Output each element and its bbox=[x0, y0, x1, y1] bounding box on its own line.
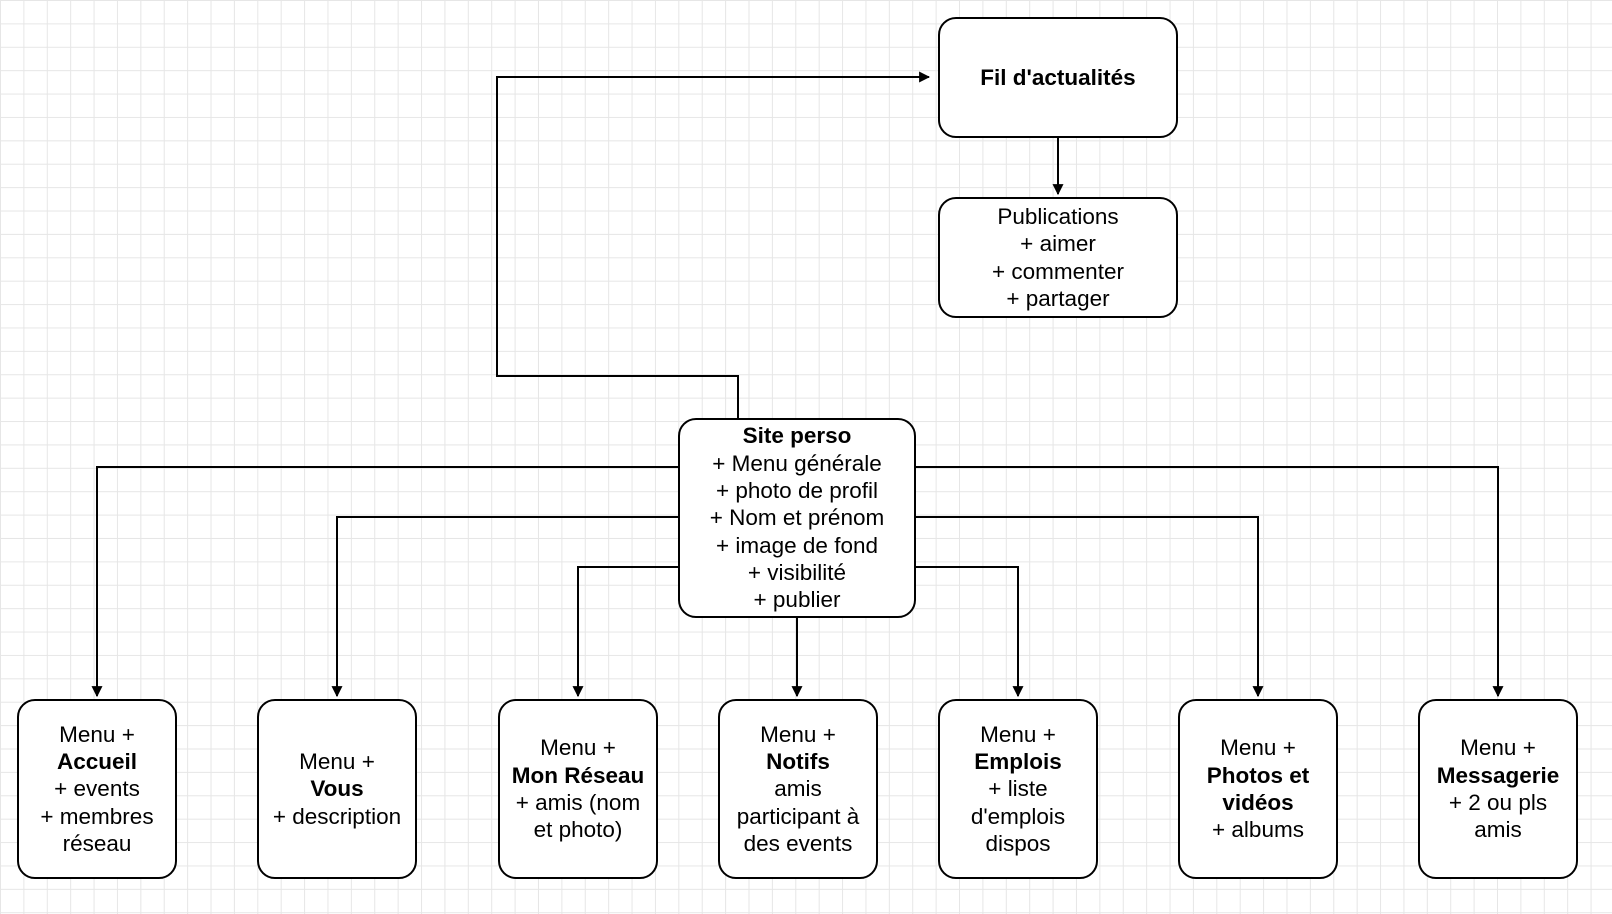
node-title: Accueil bbox=[56, 749, 138, 775]
node-title: Photos et bbox=[1206, 762, 1310, 788]
edge-site-perso-to-photos-videos bbox=[916, 516, 1264, 698]
node-title: Emplois bbox=[974, 749, 1062, 775]
node-prefix: Menu + bbox=[1220, 735, 1296, 761]
node-line: + membres bbox=[40, 803, 154, 829]
node-line: + Menu générale bbox=[712, 450, 882, 476]
node-fil-actualites[interactable]: Fil d'actualités bbox=[938, 17, 1178, 138]
node-title: vidéos bbox=[1222, 790, 1294, 815]
edge-site-perso-to-messagerie bbox=[916, 466, 1504, 698]
edge-site-perso-to-vous bbox=[331, 516, 678, 698]
node-line: réseau bbox=[62, 830, 132, 856]
node-line: + albums bbox=[1212, 817, 1304, 843]
node-line: + description bbox=[272, 803, 402, 829]
node-line: + liste bbox=[988, 776, 1048, 802]
node-site-perso[interactable]: Site perso + Menu générale + photo de pr… bbox=[678, 418, 916, 618]
node-line: des events bbox=[743, 830, 853, 856]
node-line: participant à bbox=[736, 803, 860, 829]
node-line: amis bbox=[1474, 817, 1522, 843]
node-mon-reseau[interactable]: Menu + Mon Réseau + amis (nom et photo) bbox=[498, 699, 658, 879]
node-title: Vous bbox=[310, 776, 364, 802]
node-vous[interactable]: Menu + Vous + description bbox=[257, 699, 417, 879]
node-prefix: Menu + bbox=[540, 735, 616, 761]
node-line: dispos bbox=[985, 830, 1051, 856]
edge-site-perso-to-mon-reseau bbox=[572, 566, 678, 698]
node-emplois[interactable]: Menu + Emplois + liste d'emplois dispos bbox=[938, 699, 1098, 879]
node-line: + 2 ou pls bbox=[1448, 790, 1548, 815]
node-prefix: Menu + bbox=[1460, 735, 1536, 761]
edge-site-perso-to-fil-actualites bbox=[496, 71, 931, 418]
node-prefix: Menu + bbox=[299, 749, 375, 775]
node-notifs[interactable]: Menu + Notifs amis participant à des eve… bbox=[718, 699, 878, 879]
node-title: Mon Réseau bbox=[511, 762, 645, 788]
node-prefix: Menu + bbox=[59, 721, 135, 747]
node-line: et photo) bbox=[533, 817, 623, 843]
node-line: + amis (nom bbox=[515, 790, 641, 815]
node-line: + aimer bbox=[1020, 231, 1096, 257]
node-line: + image de fond bbox=[716, 532, 878, 558]
edge-site-perso-to-accueil bbox=[91, 466, 678, 698]
node-publications[interactable]: Publications + aimer + commenter + parta… bbox=[938, 197, 1178, 318]
node-messagerie[interactable]: Menu + Messagerie + 2 ou pls amis bbox=[1418, 699, 1578, 879]
node-line: + commenter bbox=[992, 258, 1124, 284]
node-prefix: Menu + bbox=[980, 721, 1056, 747]
node-line: + partager bbox=[1006, 285, 1110, 311]
node-line: + visibilité bbox=[747, 559, 847, 585]
node-title: Site perso bbox=[742, 423, 852, 449]
node-accueil[interactable]: Menu + Accueil + events + membres réseau bbox=[17, 699, 177, 879]
node-line: + photo de profil bbox=[716, 478, 878, 504]
node-photos-videos[interactable]: Menu + Photos et vidéos + albums bbox=[1178, 699, 1338, 879]
edge-site-perso-to-emplois bbox=[916, 566, 1024, 698]
node-line: d'emplois bbox=[970, 803, 1066, 829]
node-line: Publications bbox=[997, 203, 1119, 229]
node-title: Messagerie bbox=[1436, 762, 1560, 788]
node-line: + events bbox=[54, 776, 140, 802]
node-line: + publier bbox=[753, 587, 841, 613]
node-line: + Nom et prénom bbox=[709, 505, 885, 531]
node-line: amis bbox=[774, 776, 822, 802]
node-prefix: Menu + bbox=[760, 721, 836, 747]
node-title: Fil d'actualités bbox=[980, 64, 1136, 90]
node-title: Notifs bbox=[766, 749, 830, 775]
